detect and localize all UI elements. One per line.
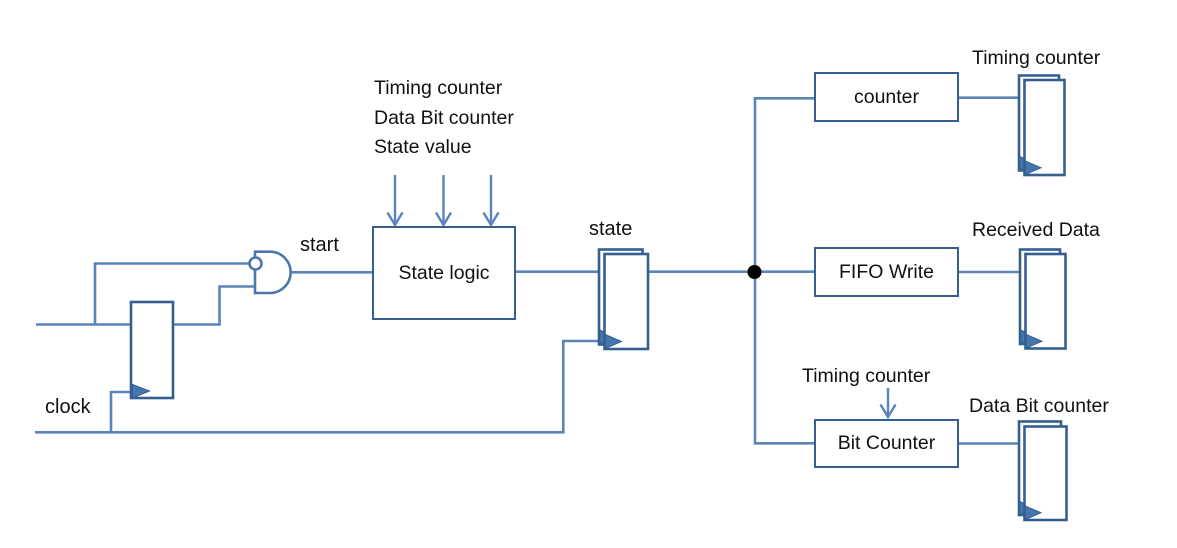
- received-data-register-front: [1024, 252, 1067, 350]
- state-logic-input-label-3: State value: [374, 136, 472, 158]
- arrow-down-icon-1: [386, 175, 404, 228]
- state-logic-input-label-1: Timing counter: [374, 77, 503, 99]
- arrow-down-icon-bit-counter: [879, 388, 897, 420]
- junction-dot: [747, 265, 762, 279]
- fifo-write-box: FIFO Write: [814, 247, 959, 297]
- state-label: state: [589, 218, 633, 240]
- arrow-down-icon-3: [482, 175, 500, 228]
- state-logic-input-label-2: Data Bit counter: [374, 106, 514, 129]
- data-bit-counter-register-clock-triangle: [1024, 505, 1043, 521]
- state-register-clock-triangle: [604, 333, 623, 350]
- start-label: start: [300, 234, 339, 256]
- wire-input-branch-to-gate: [93, 262, 249, 325]
- state-logic-box: State logic: [372, 226, 516, 320]
- data-bit-counter-register-label: Data Bit counter: [969, 395, 1109, 417]
- arrow-down-icon-2: [434, 175, 453, 228]
- state-register-icon: [597, 248, 650, 351]
- state-register-front: [603, 252, 650, 351]
- wire-clock-to-flipflop: [109, 390, 132, 433]
- clock-flipflop: [129, 300, 175, 400]
- clock-label: clock: [45, 396, 91, 418]
- state-logic-inputs-label: Timing counter Data Bit counter State va…: [374, 74, 514, 163]
- data-bit-counter-register-front: [1023, 425, 1068, 522]
- timing-counter-register-label: Timing counter: [972, 47, 1101, 69]
- data-bit-counter-register-icon: [1017, 420, 1068, 522]
- wire-clock-main: [35, 339, 603, 434]
- timing-counter-register-icon: [1017, 74, 1066, 177]
- timing-counter-register-clock-triangle: [1024, 160, 1043, 176]
- state-logic-input-arrows: [386, 175, 500, 228]
- and-gate-icon: [253, 250, 292, 295]
- timing-counter-register-front: [1023, 78, 1066, 177]
- inverter-bubble-icon: [248, 256, 263, 271]
- counter-box: counter: [814, 72, 959, 122]
- start-gate: [248, 250, 292, 295]
- received-data-register-label: Received Data: [972, 219, 1100, 241]
- received-data-register-clock-triangle: [1025, 333, 1044, 349]
- wire-flipflop-out-to-gate: [173, 285, 255, 326]
- clock-flipflop-body: [129, 300, 175, 400]
- bit-counter-input-label: Timing counter: [802, 365, 931, 387]
- received-data-register-icon: [1018, 248, 1067, 350]
- bit-counter-box: Bit Counter: [814, 419, 959, 468]
- clock-flipflop-clock-triangle-icon: [132, 383, 151, 399]
